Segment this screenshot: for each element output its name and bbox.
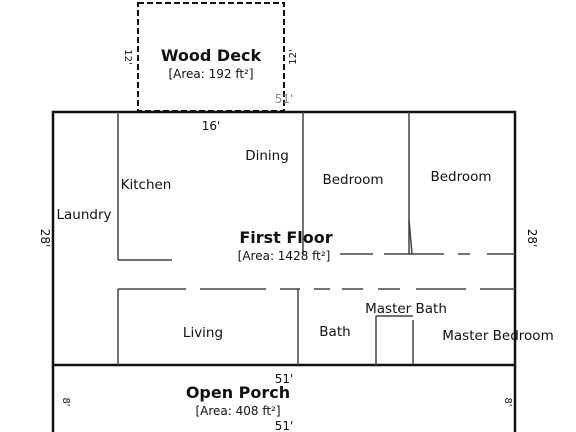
- first-floor-dim-left: 28': [38, 229, 52, 248]
- room-label-dining: Dining: [245, 148, 289, 164]
- room-label-bedroom-1: Bedroom: [322, 172, 383, 188]
- open-porch-title: Open Porch: [186, 383, 290, 402]
- room-label-bath: Bath: [319, 324, 350, 340]
- first-floor-area: [Area: 1428 ft²]: [238, 249, 331, 263]
- room-label-master-bedroom: Master Bedroom: [442, 328, 553, 344]
- porch-dim-top: 51': [275, 372, 294, 386]
- wood-deck-dim-left: 12': [122, 49, 133, 64]
- first-floor-outline: [51, 110, 517, 367]
- hallway-walls: [117, 288, 515, 365]
- porch-dim-right: 8': [502, 397, 513, 406]
- first-floor-title: First Floor: [239, 228, 332, 247]
- porch-dim-left: 8': [60, 397, 71, 406]
- bedroom-closet-wall: [408, 219, 413, 255]
- first-floor-dim-right: 28': [525, 229, 539, 248]
- room-label-master-bath: Master Bath: [365, 301, 447, 317]
- interior-walls: [117, 112, 515, 261]
- wood-deck-dim-offset: 51': [275, 92, 294, 106]
- wood-deck-dim-bottom: 16': [202, 119, 221, 133]
- room-label-kitchen: Kitchen: [121, 177, 172, 193]
- open-porch-area: [Area: 408 ft²]: [195, 404, 280, 418]
- room-label-living: Living: [183, 325, 223, 341]
- wood-deck-area: [Area: 192 ft²]: [168, 67, 253, 81]
- room-label-bedroom-2: Bedroom: [430, 169, 491, 185]
- porch-dim-bottom: 51': [275, 419, 294, 432]
- room-label-laundry: Laundry: [56, 207, 111, 223]
- wood-deck-title: Wood Deck: [161, 46, 262, 65]
- wood-deck-dim-right: 12': [288, 49, 299, 64]
